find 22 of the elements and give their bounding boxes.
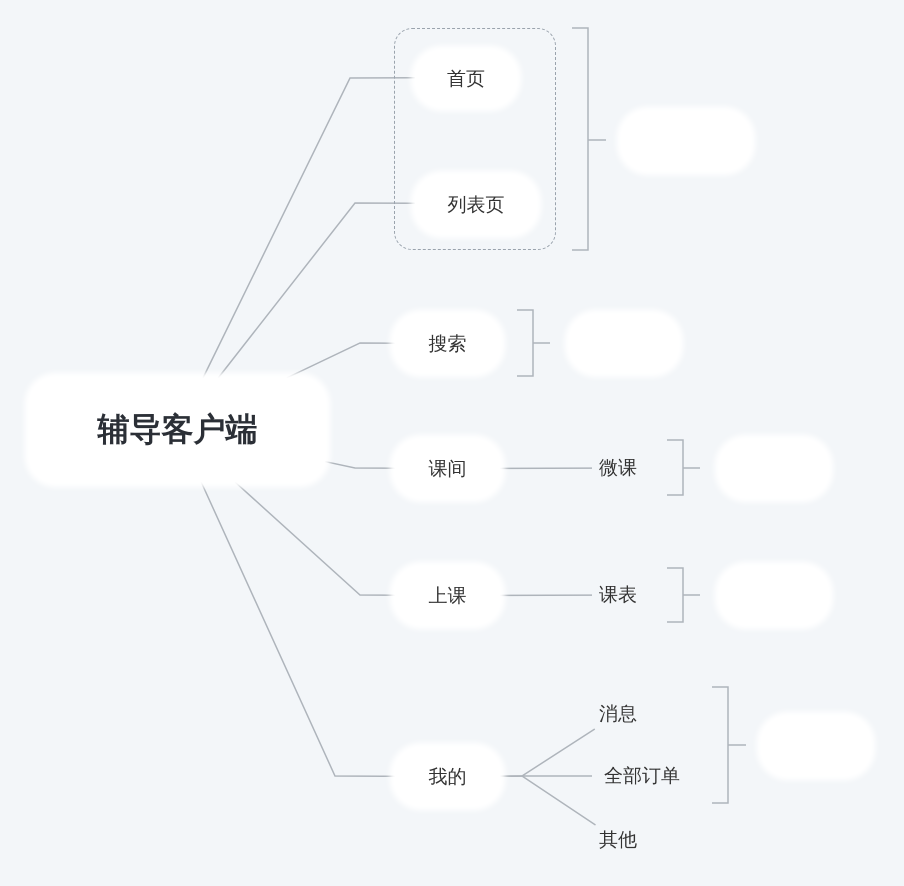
connector-line xyxy=(500,775,596,826)
node-label: 课间 xyxy=(428,456,466,482)
connector-line xyxy=(200,482,395,778)
connector-line xyxy=(218,202,415,378)
connector-line xyxy=(500,467,592,470)
node-label: 消息 xyxy=(599,702,637,727)
node-label: 课表 xyxy=(599,583,637,608)
connector-line xyxy=(500,594,592,596)
node-label: 微课 xyxy=(599,456,637,481)
node-label: 搜索 xyxy=(428,332,466,356)
node-label: 辅导客户端 xyxy=(98,409,258,450)
connector-line xyxy=(202,76,415,378)
node-label: 其他 xyxy=(599,828,637,853)
node-label: 列表页 xyxy=(448,192,504,218)
connector-line xyxy=(234,481,395,596)
node-label: 我的 xyxy=(428,764,466,790)
node-label: 全部订单 xyxy=(604,764,680,789)
group-box xyxy=(394,28,556,250)
connector-line xyxy=(324,460,395,469)
connector-line xyxy=(286,342,395,379)
node-label: 上课 xyxy=(428,584,466,608)
node-label: 首页 xyxy=(447,66,485,92)
